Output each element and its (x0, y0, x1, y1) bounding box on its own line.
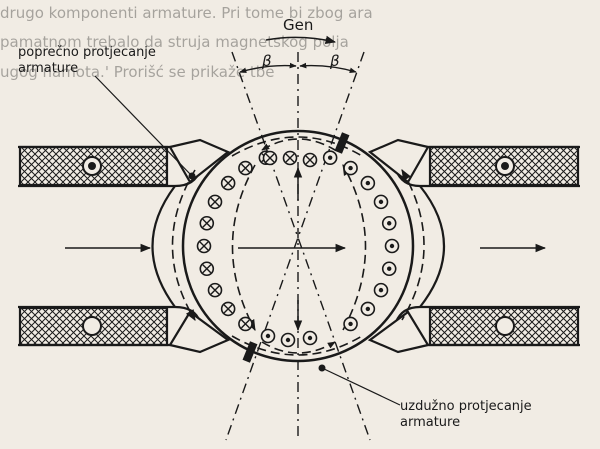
pole-shoes (168, 138, 430, 354)
beta-angles (239, 62, 357, 73)
dot-center (378, 287, 384, 293)
dot-center (389, 243, 395, 249)
dot-center (348, 165, 353, 171)
cross-lines (285, 153, 295, 163)
brush-bottom (242, 341, 258, 363)
armature-flux-loops (171, 136, 425, 356)
cross-lines (240, 163, 250, 173)
brush-top (334, 132, 350, 154)
dot-center (387, 221, 392, 226)
background-text: drugo komponenti armature. Pri tome bi z… (0, 4, 373, 81)
beta-left-label: β (261, 52, 272, 70)
longitudinal-label-line2: armature (400, 415, 460, 430)
beta-right-label: β (329, 52, 340, 70)
pole-left-face (151, 185, 176, 308)
longitudinal-label-line1: uzdužno protjecanje (400, 399, 532, 414)
cross-lines (202, 218, 212, 228)
longitudinal-leader-dot (318, 364, 326, 372)
left-bottom-winding (18, 306, 169, 347)
transverse-label-line2: armature (18, 61, 78, 76)
cross-lines (240, 319, 250, 329)
transverse-leader-dot (188, 172, 196, 180)
rotation-arrow (265, 35, 337, 44)
dot-center (285, 337, 291, 343)
bg-text-line-1: drugo komponenti armature. Pri tome bi z… (0, 4, 373, 22)
pole-right-face (419, 185, 446, 308)
open-circle-icon (495, 316, 515, 336)
dot-center (307, 335, 313, 341)
gen-label: Gen (283, 16, 313, 34)
brushes (242, 132, 350, 363)
dot-center (348, 321, 353, 327)
cross-lines (223, 304, 233, 314)
bg-text-line-2: pamatnom trebalo da struja magnetskog po… (0, 33, 349, 51)
cross-lines (265, 153, 275, 163)
open-circle-icon (82, 316, 102, 336)
pole-right (394, 145, 580, 347)
cross-lines (305, 155, 315, 165)
pole-winding-symbols (82, 156, 515, 336)
dot-center (365, 180, 371, 186)
dot-center (265, 333, 271, 339)
pole-left (18, 145, 202, 347)
dot-center (327, 155, 333, 160)
bg-text-line-3: ugog namota.' Prorišć se prikaže tbe (0, 63, 274, 81)
rotor-conductors (196, 150, 400, 348)
cross-lines (223, 178, 233, 188)
dot-center (378, 199, 384, 205)
transverse-label-line1: poprečno protjecanje (18, 45, 156, 60)
cross-lines (202, 264, 212, 274)
longitudinal-leader (321, 367, 401, 406)
cross-lines (199, 241, 209, 251)
cross-lines (210, 197, 220, 207)
axis-lines (225, 51, 371, 441)
dot-center (387, 266, 392, 271)
dot-center (365, 306, 371, 312)
transverse-leader (94, 75, 193, 177)
cross-lines (210, 285, 220, 295)
